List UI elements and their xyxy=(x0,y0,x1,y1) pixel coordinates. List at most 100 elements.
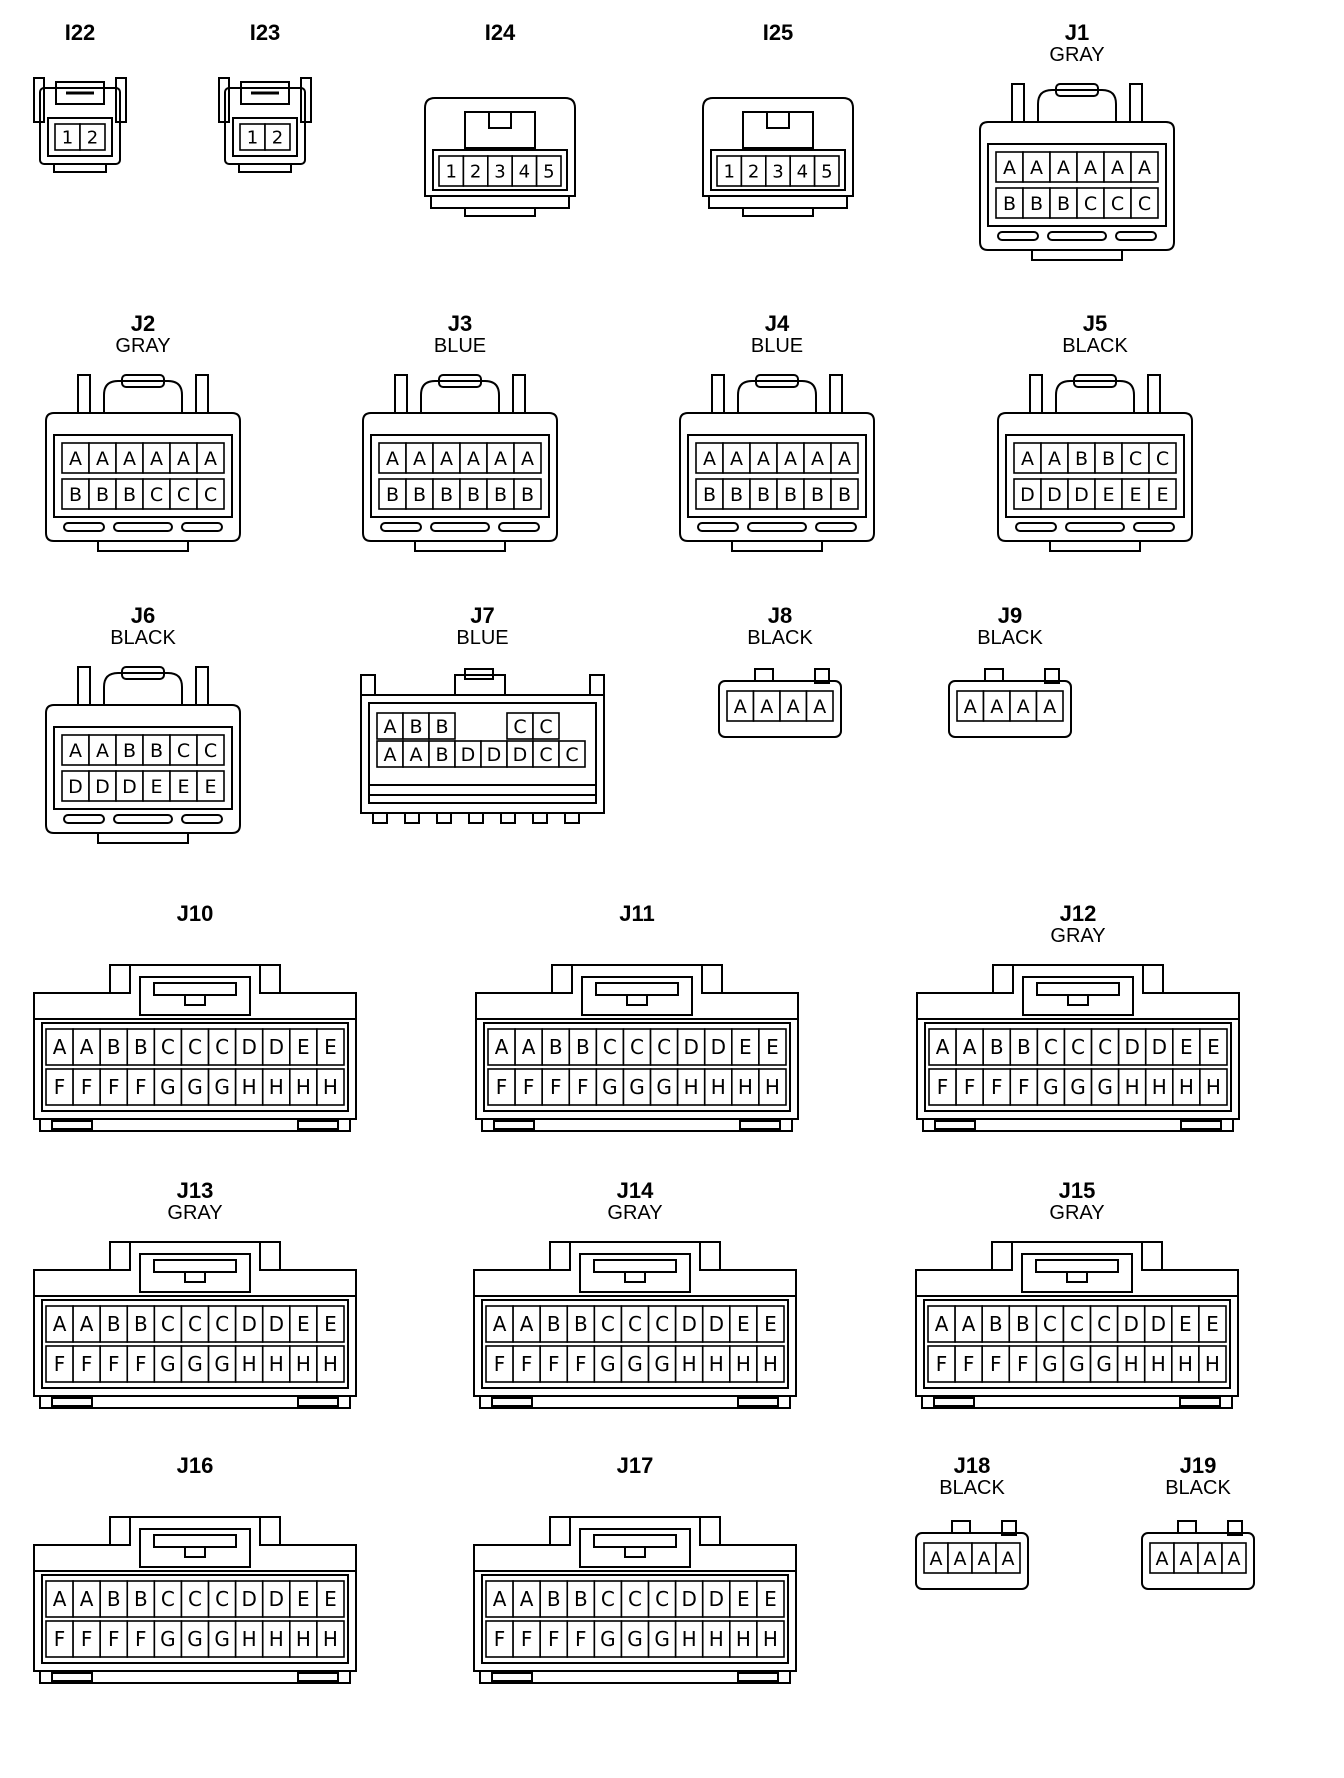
pin-label: A xyxy=(1048,448,1061,470)
pin: A xyxy=(1221,1542,1247,1574)
pin-cavity xyxy=(45,1580,74,1618)
pin: B xyxy=(1022,187,1051,219)
pin: F xyxy=(126,1620,156,1658)
pin: D xyxy=(88,770,117,802)
pin: B xyxy=(402,712,430,740)
pin-cavity xyxy=(805,690,834,722)
shell-step xyxy=(110,1517,131,1546)
pin-cavity xyxy=(568,1068,598,1106)
pin: B xyxy=(981,1305,1011,1343)
pin: H xyxy=(234,1068,264,1106)
pin-label: A xyxy=(962,1312,976,1336)
pin-cavity xyxy=(593,1620,623,1658)
connector-color: GRAY xyxy=(115,335,171,357)
pin-cavity xyxy=(1221,1542,1247,1574)
connector-name: I22 xyxy=(64,20,96,45)
foot xyxy=(414,541,506,552)
pin: D xyxy=(115,770,144,802)
pin-label: 5 xyxy=(543,161,554,182)
pin-frame xyxy=(687,434,867,518)
pin: A xyxy=(45,1580,74,1618)
shell-step xyxy=(110,965,131,994)
pin: A xyxy=(487,1028,516,1066)
pin: G xyxy=(207,1068,237,1106)
pin: E xyxy=(169,770,198,802)
pin-cavity xyxy=(595,1028,625,1066)
pin-label: D xyxy=(269,1035,284,1059)
pin-label: G xyxy=(214,1627,230,1651)
pin-cavity xyxy=(1067,442,1096,474)
pin-cavity xyxy=(752,690,781,722)
pin-label: G xyxy=(187,1627,203,1651)
pin-label: H xyxy=(709,1352,724,1376)
pin-label: G xyxy=(187,1352,203,1376)
pin-label: F xyxy=(937,1075,949,1099)
pin-label: G xyxy=(1070,1075,1086,1099)
base xyxy=(238,163,292,173)
lock-bar xyxy=(624,1546,646,1558)
pin: A xyxy=(378,442,407,474)
pin-label: 2 xyxy=(748,161,759,182)
pin: A xyxy=(749,442,778,474)
pin: C xyxy=(1076,187,1105,219)
pin-label: G xyxy=(1097,1075,1113,1099)
pin: D xyxy=(454,740,482,768)
pin-cavity xyxy=(264,123,291,151)
pin-frame xyxy=(53,434,233,518)
pin: D xyxy=(676,1028,706,1066)
pin-cavity xyxy=(99,1305,129,1343)
pin-label: B xyxy=(134,1035,148,1059)
pin-cavity xyxy=(459,442,488,474)
pin: H xyxy=(261,1345,291,1383)
pin: F xyxy=(566,1620,596,1658)
slot xyxy=(297,1672,339,1682)
pin: B xyxy=(486,478,515,510)
pin-label: H xyxy=(709,1627,724,1651)
connector-color: BLACK xyxy=(110,627,176,649)
pin: A xyxy=(971,1542,997,1574)
pin-label: C xyxy=(655,1587,669,1611)
pin-cavity xyxy=(428,740,456,768)
pin: H xyxy=(316,1620,345,1658)
pin: B xyxy=(428,712,456,740)
pin: B xyxy=(566,1580,596,1618)
pin-label: G xyxy=(1042,1352,1058,1376)
foot-tab xyxy=(436,812,452,824)
pin-label: E xyxy=(1102,484,1114,506)
pin-cavity xyxy=(79,123,106,151)
pin-label: A xyxy=(990,696,1003,718)
pin: 5 xyxy=(813,155,840,187)
pin: C xyxy=(593,1580,623,1618)
pin: H xyxy=(756,1345,785,1383)
pin: D xyxy=(1116,1305,1146,1343)
pin-label: B xyxy=(703,484,716,506)
pin-label: B xyxy=(435,744,448,766)
key xyxy=(1001,1520,1017,1536)
pin-label: A xyxy=(1030,157,1043,179)
connector-color: GRAY xyxy=(1050,925,1106,947)
pin: A xyxy=(1040,442,1069,474)
pin-label: 1 xyxy=(62,127,73,148)
housing xyxy=(915,1532,1029,1590)
pin-cavity xyxy=(1035,1345,1065,1383)
pin-label: H xyxy=(1179,1075,1194,1099)
pin-cavity xyxy=(620,1305,650,1343)
pin: F xyxy=(566,1345,596,1383)
pin: A xyxy=(1035,690,1064,722)
pin-label: F xyxy=(108,1627,120,1651)
pin-cavity xyxy=(514,1068,543,1106)
pin-cavity xyxy=(541,1068,571,1106)
pin-label: C xyxy=(657,1035,671,1059)
shell-step xyxy=(1141,1242,1162,1271)
pin: F xyxy=(514,1068,543,1106)
pin-cavity xyxy=(45,1620,74,1658)
connector-color: BLUE xyxy=(750,335,804,357)
pin: D xyxy=(1143,1305,1173,1343)
lock-window xyxy=(766,111,790,129)
pin-label: G xyxy=(160,1352,176,1376)
pin: G xyxy=(153,1345,183,1383)
